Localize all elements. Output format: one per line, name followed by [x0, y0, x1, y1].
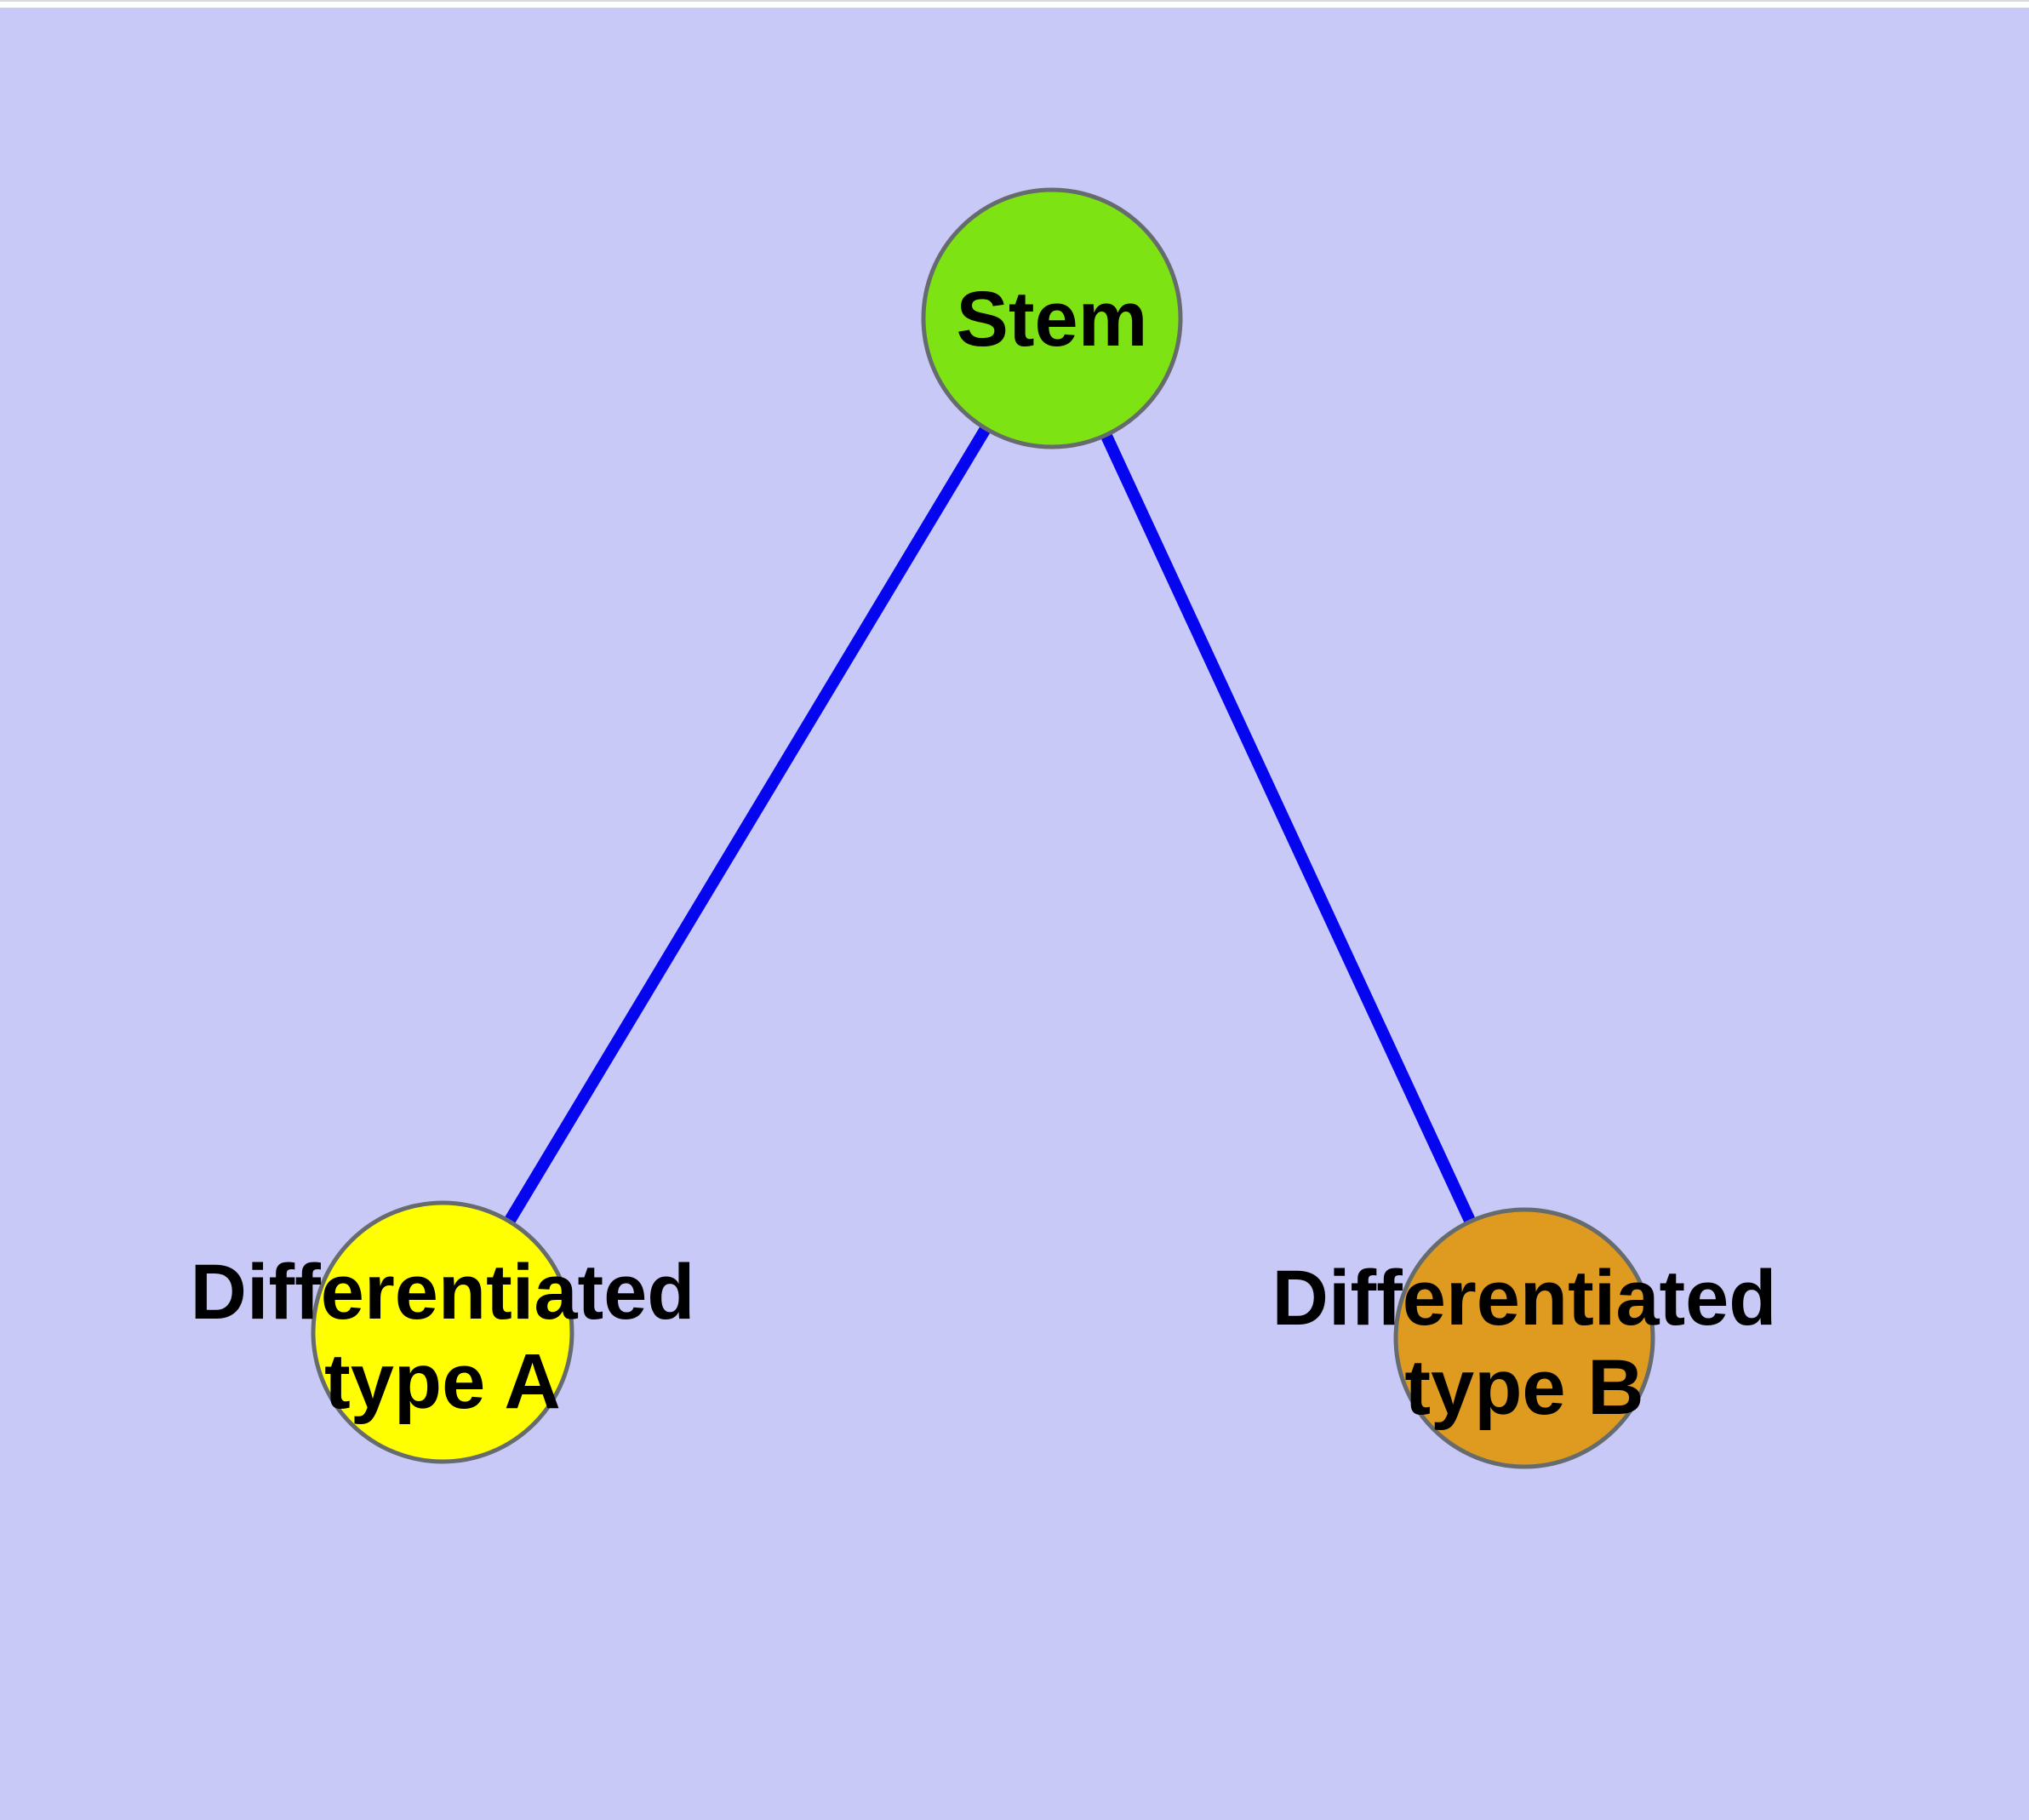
node-stem-circle	[921, 187, 1183, 449]
node-type-a-circle	[311, 1200, 574, 1464]
node-stem-label: Stem	[957, 276, 1148, 363]
node-type-b-circle	[1393, 1207, 1655, 1469]
edge-stem-to-type-b	[1046, 316, 1530, 1341]
node-type-a-label-line2: type A	[324, 1338, 561, 1425]
top-edge-hairline	[0, 0, 2029, 2]
node-stem: Stem	[921, 187, 1183, 449]
edge-stem-to-type-a	[437, 315, 1057, 1336]
node-type-b-label-line1: Differentiated	[1272, 1255, 1777, 1342]
edges	[437, 315, 1530, 1341]
top-edge-strip	[0, 2, 2029, 8]
node-type-a: Differentiated type A	[191, 1200, 695, 1464]
node-type-a-label-line1: Differentiated	[191, 1249, 695, 1336]
node-type-b: Differentiated type B	[1272, 1207, 1777, 1469]
node-type-b-label-line2: type B	[1404, 1344, 1643, 1431]
